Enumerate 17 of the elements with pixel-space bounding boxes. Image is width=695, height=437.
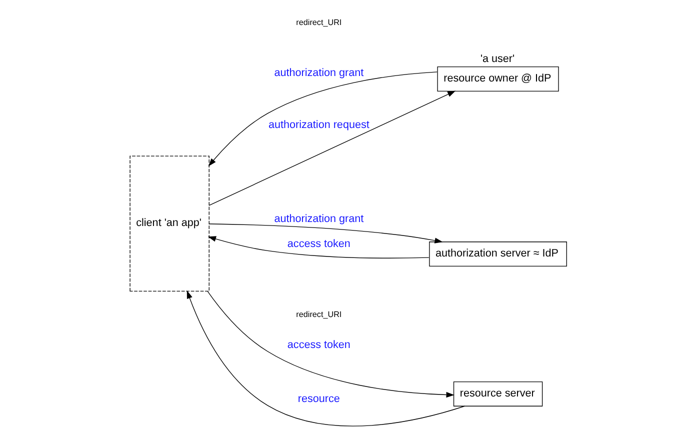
arrow <box>207 236 429 258</box>
edge-label: authorization request <box>268 119 369 132</box>
node-box: resource owner @ IdP <box>436 66 558 92</box>
edge-label: resource <box>297 392 340 405</box>
arrow <box>208 224 442 244</box>
node-box: authorization server ≈ IdP <box>428 242 566 267</box>
arrow <box>206 291 454 398</box>
edge-label: authorization grant <box>274 213 364 226</box>
node-label: 'a user' <box>480 52 514 65</box>
arrow <box>186 290 464 426</box>
edge-label: access token <box>286 238 350 250</box>
edge-label: authorization grant <box>274 67 364 80</box>
node-box: client 'an app' <box>129 156 209 292</box>
arrow <box>208 90 456 206</box>
edge-label: access token <box>286 338 350 351</box>
arrow <box>208 72 437 166</box>
node-box: resource server <box>452 381 542 406</box>
